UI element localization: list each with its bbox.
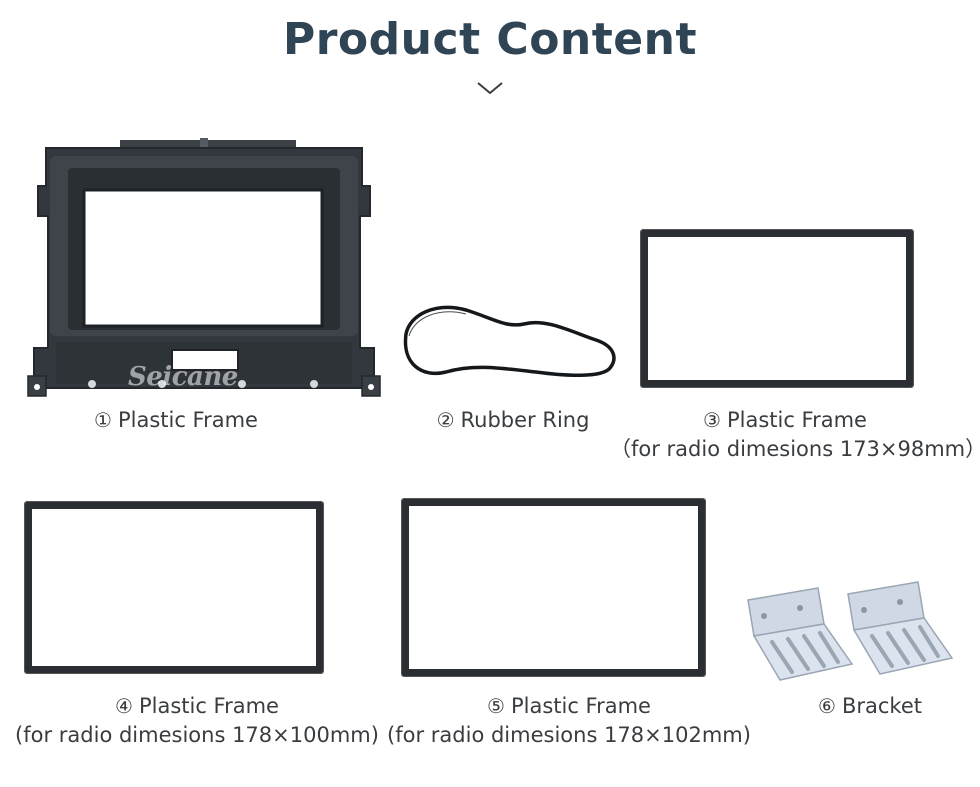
item-number: ③ xyxy=(703,408,721,432)
item-number: ⑥ xyxy=(818,694,836,718)
item-label: Bracket xyxy=(841,694,922,718)
item-number: ④ xyxy=(115,694,133,718)
rubber-ring-image xyxy=(403,305,616,378)
item-label: Plastic Frame xyxy=(510,694,651,718)
plastic-frame-178x102-image xyxy=(402,499,705,676)
item-number: ② xyxy=(436,408,455,432)
plastic-frame-178x100-image xyxy=(25,502,323,673)
page-title: Product Content xyxy=(282,14,697,65)
item-note: (for radio dimesions 178×102mm) xyxy=(387,723,751,747)
item-label: Plastic Frame xyxy=(726,408,867,432)
item-label: Rubber Ring xyxy=(460,408,590,432)
bracket-image xyxy=(747,581,954,681)
seicane-watermark: Seicane xyxy=(128,362,238,392)
item-note: (for radio dimesions 178×100mm) xyxy=(15,723,379,747)
item-number: ⑤ xyxy=(487,694,505,718)
chevron-down-icon xyxy=(477,82,503,95)
item-label: Plastic Frame xyxy=(117,408,258,432)
item-note: （for radio dimesions 173×98mm） xyxy=(610,437,980,461)
plastic-frame-173x98-image xyxy=(641,230,913,387)
item-number: ① xyxy=(94,408,112,432)
plastic-frame-main-image xyxy=(27,138,381,397)
item-label: Plastic Frame xyxy=(138,694,279,718)
